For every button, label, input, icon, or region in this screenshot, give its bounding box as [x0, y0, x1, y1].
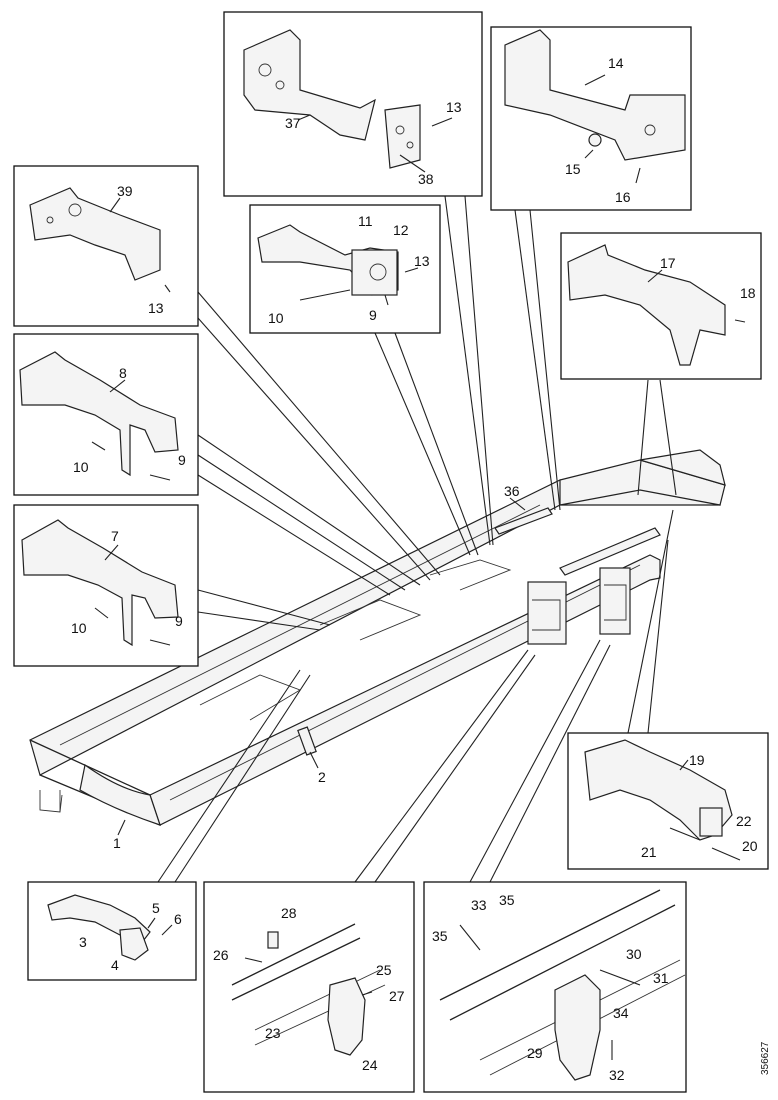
crossmember-39 — [29, 187, 161, 281]
bushing-15 — [588, 133, 602, 147]
callout-36: 36 — [504, 483, 520, 499]
detail-box-8 — [13, 333, 199, 496]
callout-17: 17 — [660, 255, 676, 271]
detail-box-17 — [560, 232, 762, 380]
small-bracket-2 — [297, 726, 317, 756]
crossmember-8 — [19, 351, 179, 477]
plate-12 — [351, 249, 398, 296]
detail-box-11-12 — [249, 204, 441, 334]
callout-21: 21 — [641, 844, 657, 860]
callout-4: 4 — [111, 957, 119, 973]
detail-box-3-6 — [27, 881, 197, 981]
plate-38 — [384, 104, 421, 169]
callout-9-box11: 9 — [369, 307, 377, 323]
detail-box-7 — [13, 504, 199, 667]
hanger-23 — [327, 977, 366, 1056]
spring-hanger-right — [599, 567, 631, 635]
callout-23: 23 — [265, 1025, 281, 1041]
callout-1: 1 — [113, 835, 121, 851]
callout-27: 27 — [389, 988, 405, 1004]
callout-15: 15 — [565, 161, 581, 177]
clip-28 — [267, 931, 279, 949]
slot-bar — [559, 527, 661, 576]
hanger-29 — [554, 974, 601, 1081]
callout-13-box39: 13 — [148, 300, 164, 316]
callout-3: 3 — [79, 934, 87, 950]
callout-38: 38 — [418, 171, 434, 187]
rear-end-plate — [639, 449, 726, 486]
callout-20: 20 — [742, 838, 758, 854]
callout-12: 12 — [393, 222, 409, 238]
callout-22: 22 — [736, 813, 752, 829]
detail-box-23-28 — [203, 881, 415, 1093]
callout-5: 5 — [152, 900, 160, 916]
callout-31: 31 — [653, 970, 669, 986]
callout-labels: 1 2 36 37 13 38 14 15 16 39 13 11 12 13 … — [71, 55, 771, 1083]
chassis-frame — [29, 449, 726, 826]
callout-19: 19 — [689, 752, 705, 768]
callout-37: 37 — [285, 115, 301, 131]
callout-29: 29 — [527, 1045, 543, 1061]
leader-lines — [117, 195, 677, 883]
callout-35-right: 35 — [499, 892, 515, 908]
detail-box-29-35 — [423, 881, 687, 1093]
callout-13-box11: 13 — [414, 253, 430, 269]
callout-13-top: 13 — [446, 99, 462, 115]
crossmember-14 — [504, 29, 686, 161]
callout-24: 24 — [362, 1057, 378, 1073]
front-crossmember — [79, 763, 161, 826]
callout-9-box7: 9 — [175, 613, 183, 629]
callout-7: 7 — [111, 528, 119, 544]
callout-25: 25 — [376, 962, 392, 978]
callout-2: 2 — [318, 769, 326, 785]
callout-10-box7: 10 — [71, 620, 87, 636]
callout-10-box8: 10 — [73, 459, 89, 475]
callout-35-left: 35 — [432, 928, 448, 944]
callout-32: 32 — [609, 1067, 625, 1083]
detail-box-37-38 — [223, 11, 483, 197]
part-4 — [119, 927, 149, 961]
callout-8: 8 — [119, 365, 127, 381]
plate-20 — [699, 807, 723, 837]
callout-9-box8: 9 — [178, 452, 186, 468]
callout-10-box11: 10 — [268, 310, 284, 326]
drawing-code: 356627 — [760, 1041, 771, 1075]
callout-6: 6 — [174, 911, 182, 927]
callout-26: 26 — [213, 947, 229, 963]
bracket-37 — [243, 29, 376, 141]
callout-33: 33 — [471, 897, 487, 913]
detail-box-39 — [13, 165, 199, 327]
callout-11: 11 — [358, 213, 373, 229]
callout-30: 30 — [626, 946, 642, 962]
callout-34: 34 — [613, 1005, 629, 1021]
detail-box-14 — [490, 26, 692, 211]
callout-18: 18 — [740, 285, 756, 301]
crossmember-17 — [567, 244, 726, 366]
callout-28: 28 — [281, 905, 297, 921]
crossmember-7 — [21, 519, 179, 647]
callout-39: 39 — [117, 183, 133, 199]
callout-14: 14 — [608, 55, 624, 71]
bar-36 — [494, 507, 553, 535]
detail-box-19 — [567, 732, 769, 870]
callout-16: 16 — [615, 189, 631, 205]
